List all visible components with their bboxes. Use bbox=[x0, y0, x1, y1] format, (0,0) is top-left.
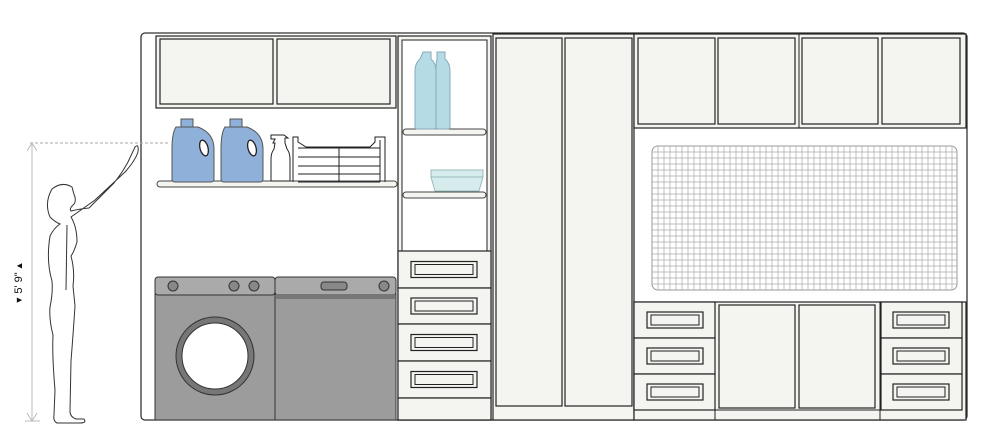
drawer-front bbox=[410, 333, 478, 352]
shelf bbox=[402, 128, 487, 136]
detergent-jug bbox=[171, 118, 215, 183]
dryer-knob[interactable] bbox=[378, 280, 390, 292]
pantry-door[interactable] bbox=[564, 37, 633, 407]
washer-knob[interactable] bbox=[228, 280, 240, 292]
cabinet-door bbox=[276, 38, 391, 105]
cabinet-door[interactable] bbox=[801, 37, 879, 125]
upper-right-cabinets bbox=[633, 33, 967, 129]
height-label: ▼5' 9"▲ bbox=[13, 261, 25, 304]
drawer-front bbox=[646, 347, 704, 365]
detergent-jug bbox=[220, 118, 264, 183]
bottle bbox=[435, 51, 451, 130]
drawer-front bbox=[410, 260, 478, 279]
washer[interactable] bbox=[154, 276, 276, 421]
washer-knob[interactable] bbox=[167, 280, 179, 292]
drawer-front bbox=[892, 383, 950, 401]
drawer-pull[interactable] bbox=[414, 264, 474, 275]
drawer-pull[interactable] bbox=[414, 374, 474, 385]
drawer[interactable] bbox=[880, 301, 963, 339]
pegboard bbox=[651, 145, 958, 291]
dryer[interactable] bbox=[274, 276, 397, 421]
dryer-display bbox=[320, 281, 348, 291]
drawer-front bbox=[410, 370, 478, 389]
drawer-pull[interactable] bbox=[650, 386, 700, 398]
hand-to-hip-line bbox=[65, 224, 68, 291]
drawer-front bbox=[646, 383, 704, 401]
drawer-pull[interactable] bbox=[650, 314, 700, 326]
drawer-front bbox=[410, 297, 478, 315]
drawer-front bbox=[892, 311, 950, 329]
drawer[interactable] bbox=[880, 337, 963, 375]
shelf bbox=[402, 191, 487, 199]
bottle bbox=[414, 51, 437, 130]
drawer-pull[interactable] bbox=[414, 337, 474, 348]
storage-bowl bbox=[430, 169, 484, 192]
height-dimension bbox=[25, 142, 40, 422]
drawer[interactable] bbox=[397, 287, 492, 325]
drawer[interactable] bbox=[880, 373, 963, 411]
base-cabinet-door[interactable] bbox=[798, 304, 876, 409]
laundry-basket bbox=[292, 136, 386, 183]
washer-knob[interactable] bbox=[248, 280, 260, 292]
spray-bottle bbox=[270, 134, 291, 182]
drawer-pull[interactable] bbox=[896, 350, 946, 362]
toe-kick bbox=[397, 397, 492, 421]
drawer-pull[interactable] bbox=[896, 386, 946, 398]
drawer[interactable] bbox=[397, 323, 492, 362]
base-cabinet-door[interactable] bbox=[718, 304, 796, 409]
pantry-door[interactable] bbox=[495, 37, 563, 407]
drawer[interactable] bbox=[633, 337, 716, 375]
cabinet-door[interactable] bbox=[717, 37, 796, 125]
cabinet-door[interactable] bbox=[881, 37, 961, 125]
drawer[interactable] bbox=[633, 373, 716, 411]
drawer-pull[interactable] bbox=[414, 300, 474, 312]
drawer-front bbox=[646, 311, 704, 329]
person-silhouette bbox=[46, 145, 139, 424]
drawer-pull[interactable] bbox=[896, 314, 946, 326]
upper-left-cabinet bbox=[155, 35, 397, 109]
drawer-front bbox=[892, 347, 950, 365]
drawer[interactable] bbox=[397, 250, 492, 289]
drawer-pull[interactable] bbox=[650, 350, 700, 362]
cabinet-door[interactable] bbox=[637, 37, 716, 125]
cabinet-door bbox=[159, 38, 274, 105]
drawer[interactable] bbox=[397, 360, 492, 399]
drawer[interactable] bbox=[633, 301, 716, 339]
tall-pantry-cabinet bbox=[492, 33, 635, 421]
